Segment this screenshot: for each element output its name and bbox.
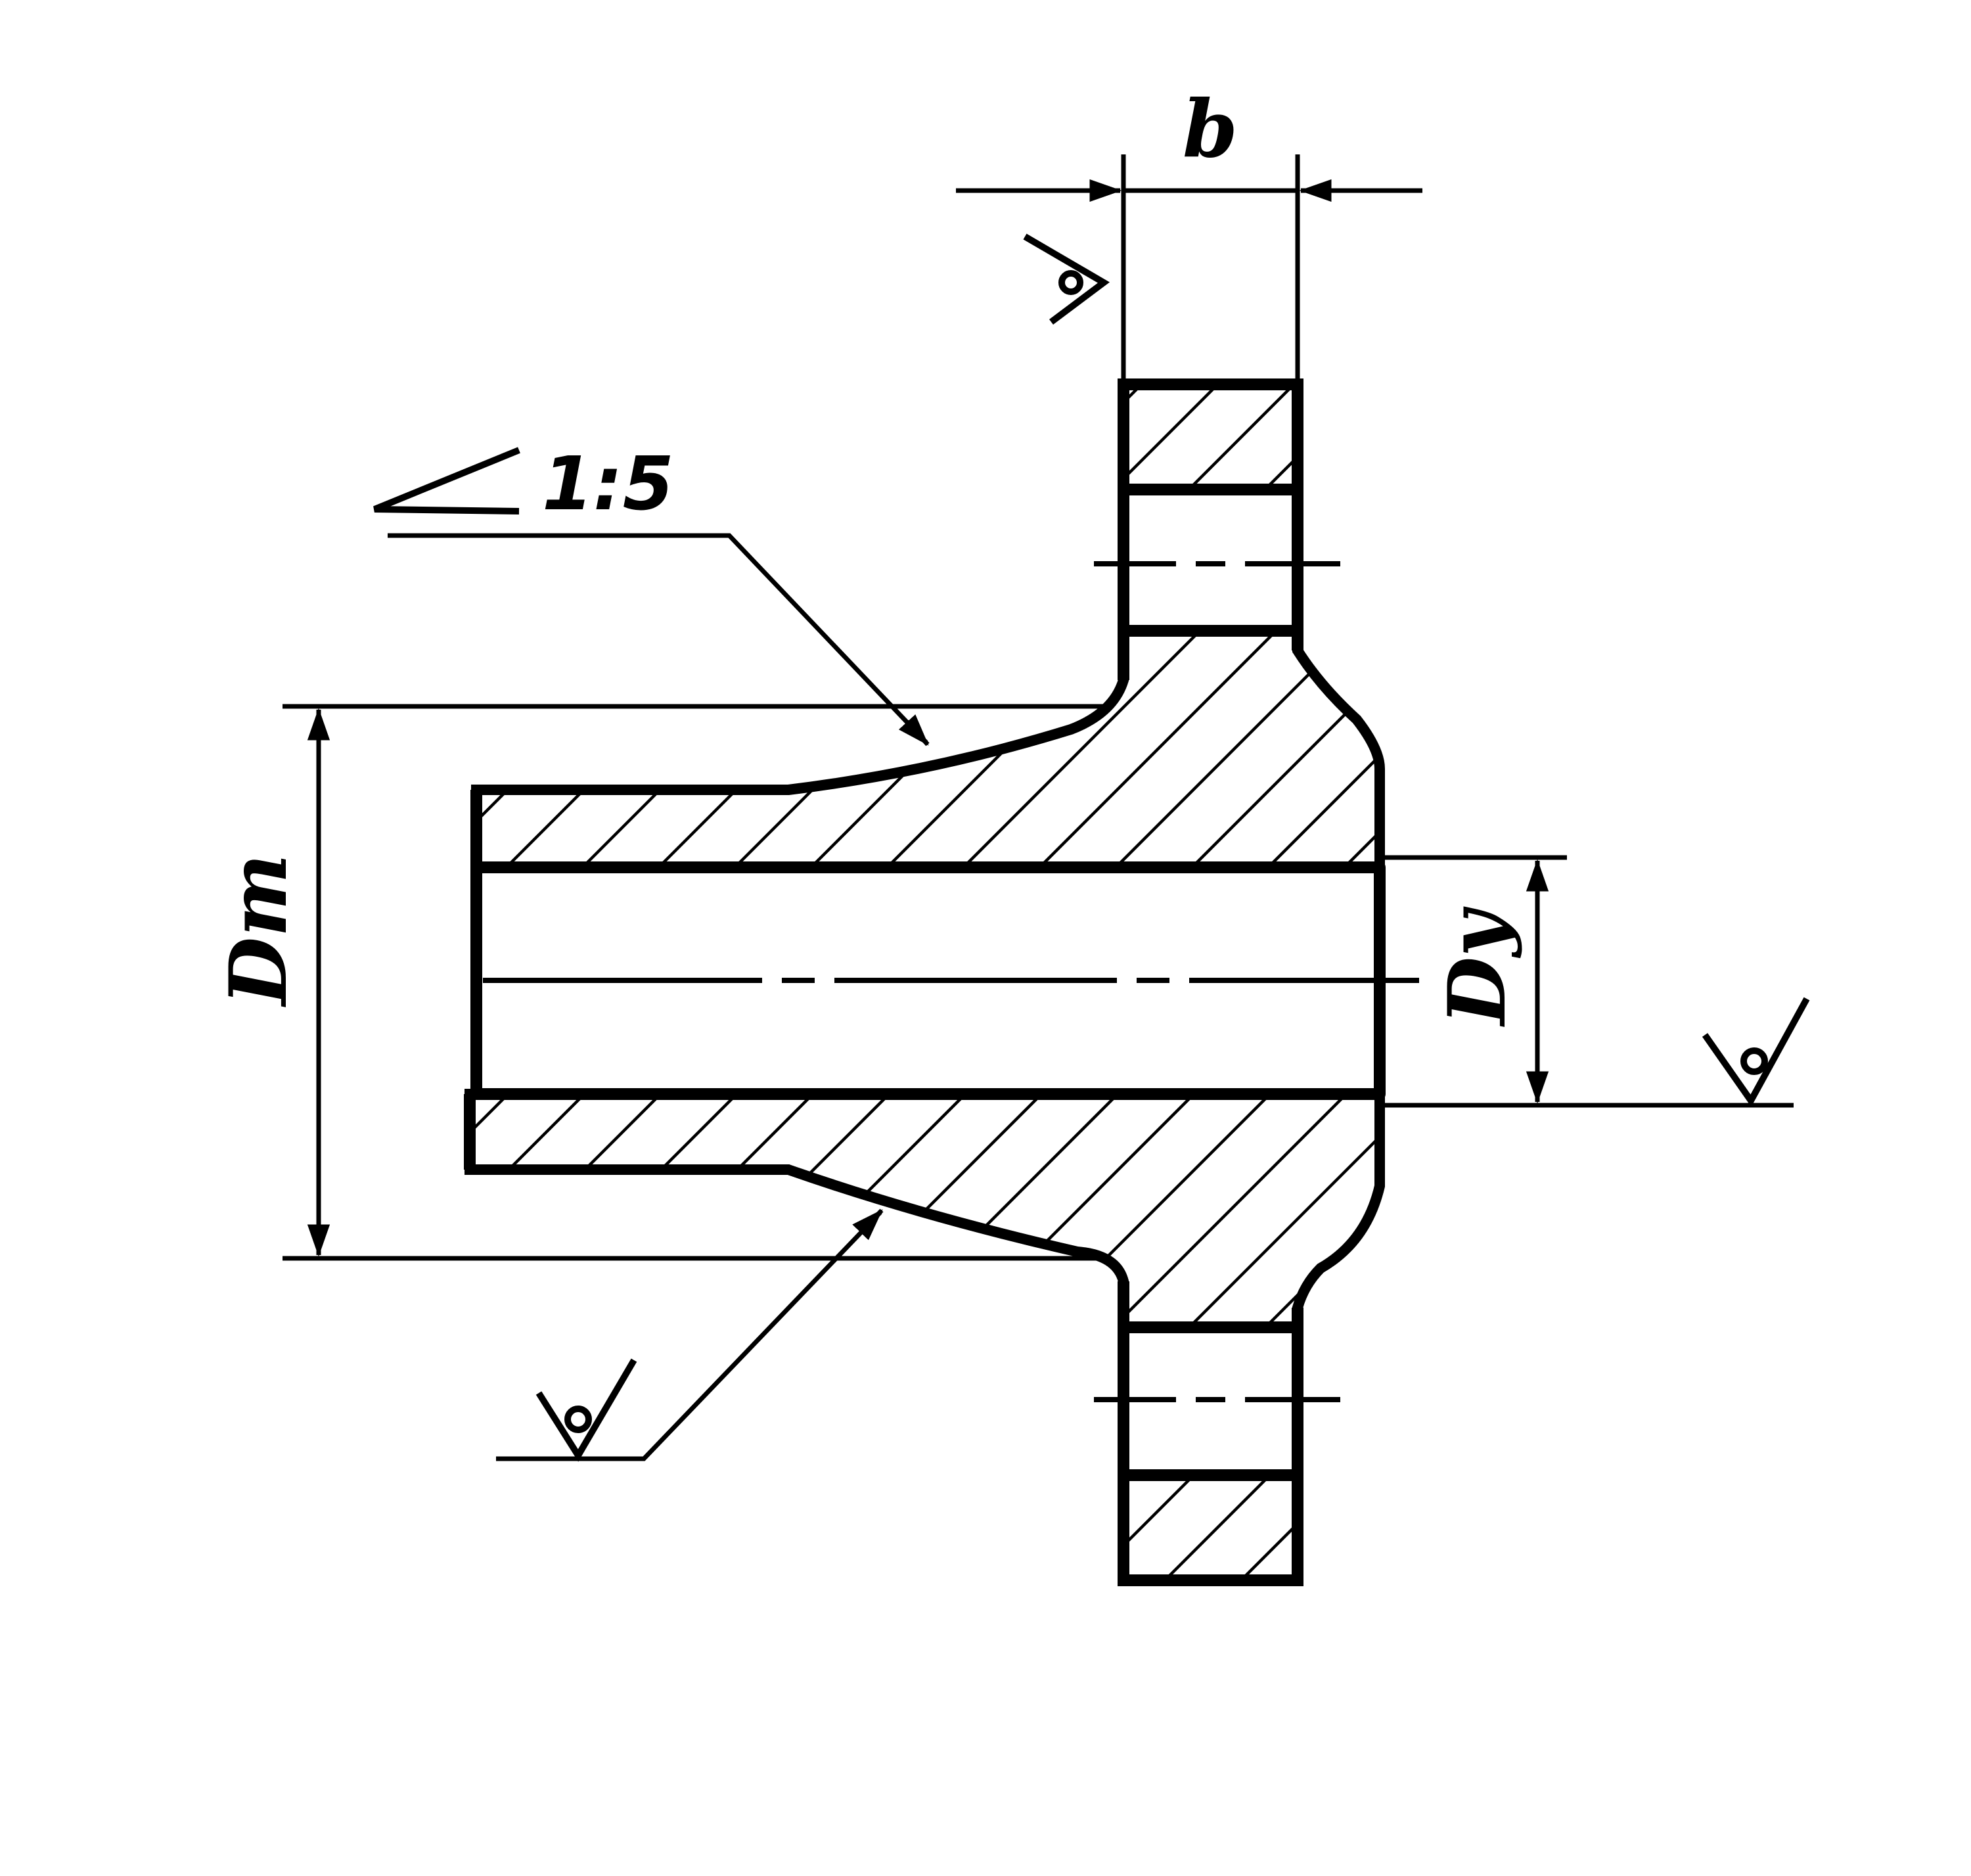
hub-section-top [471, 626, 1385, 873]
dimension-b [956, 154, 1422, 384]
flange-section-upper [1118, 378, 1303, 495]
dimension-label-b: b [1183, 83, 1238, 175]
dimension-label-dy: Dy [1431, 906, 1524, 1027]
surface-finish-icon [535, 1358, 637, 1462]
dimension-dm [283, 704, 1110, 1261]
bolt-hole-upper [1118, 484, 1303, 637]
surface-finish-icon [1702, 997, 1810, 1107]
flange-section-lower [1118, 1469, 1303, 1586]
taper-icon [373, 447, 520, 515]
center-lines [483, 561, 1419, 1402]
taper-callout [373, 447, 930, 746]
surface-finish-leader [496, 1208, 884, 1461]
dimension-dy [1380, 855, 1794, 1108]
taper-ratio-label: 1:5 [542, 442, 674, 527]
surface-finish-icon [1023, 233, 1110, 325]
hub-section-bottom [464, 1089, 1385, 1333]
dimension-label-dm: Dm [212, 854, 305, 1007]
